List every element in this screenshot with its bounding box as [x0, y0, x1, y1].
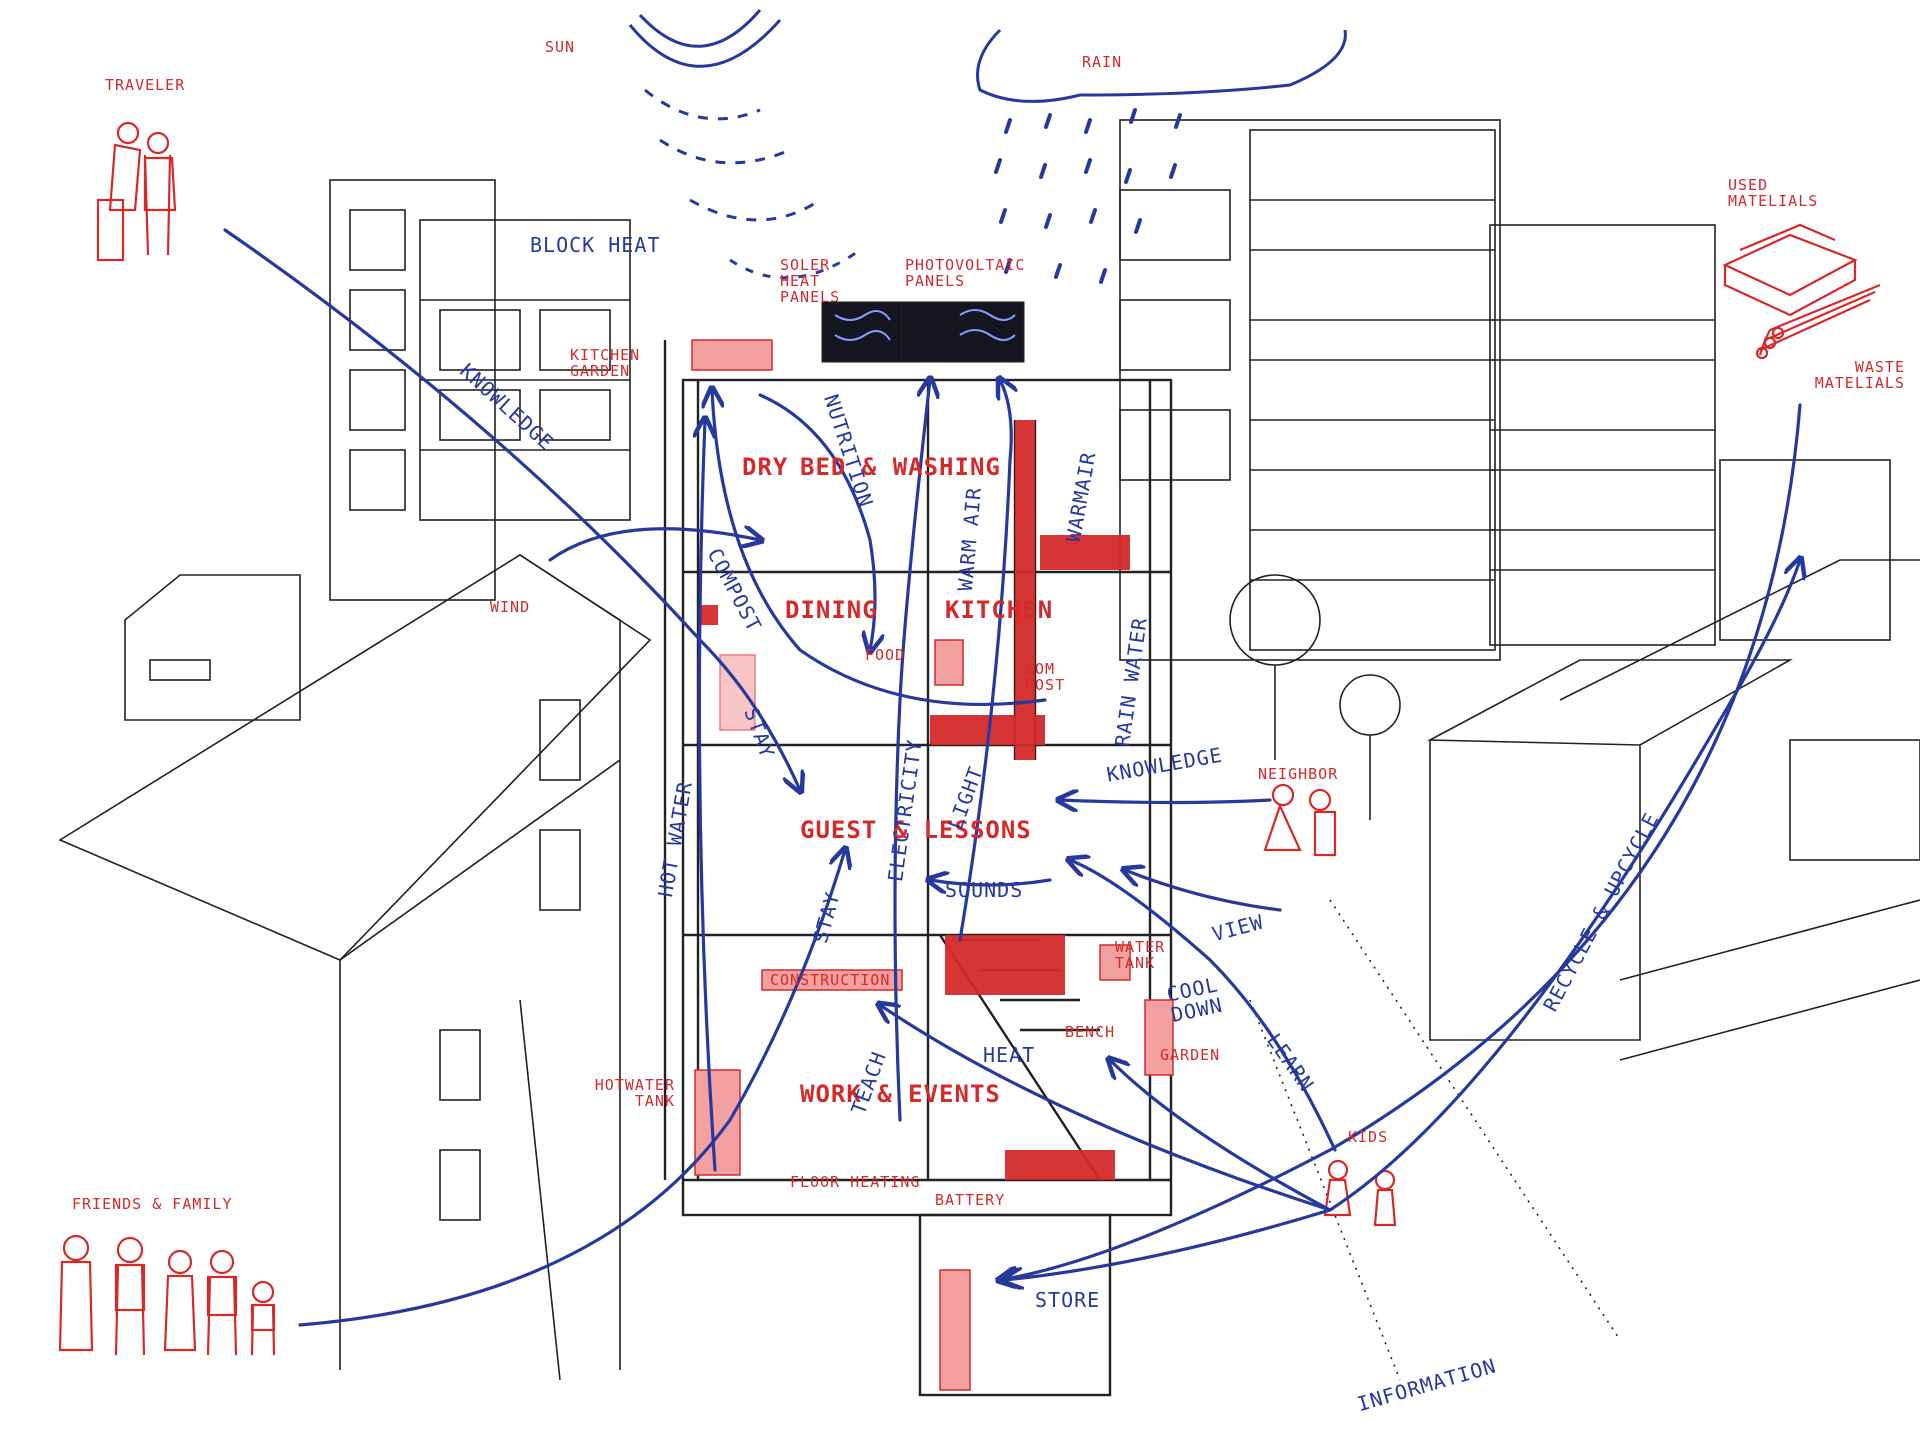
sun-rays-icon	[628, 9, 861, 280]
water-tank-label: WATER TANK	[1115, 938, 1166, 972]
work-events-label: WORK & EVENTS	[800, 1080, 1001, 1108]
photovoltaic-panels-label: PHOTOVOLTAIC PANELS	[905, 256, 1026, 290]
knowledge-traveler-arrow	[223, 228, 800, 790]
heat-arrow	[1110, 1060, 1332, 1212]
traveler-label: TRAVELER	[105, 76, 186, 94]
floor-heating-label: FLOOR HEATING	[790, 1173, 921, 1191]
compost-arrow	[712, 390, 1047, 707]
store-label: STORE	[1035, 1288, 1101, 1312]
traveler-figures-icon	[96, 121, 177, 262]
waste-materials-label: WASTE MATELIALS	[1814, 358, 1905, 392]
hot-water-tank-label: HOTWATER TANK	[594, 1076, 675, 1110]
food-label: FOOD	[865, 646, 906, 664]
sun-label: SUN	[545, 38, 576, 56]
sounds-label: SOUNDS	[945, 878, 1024, 902]
wind-label: WIND	[490, 598, 531, 616]
waste-materials-icon	[1755, 283, 1881, 360]
heat-label: HEAT	[983, 1043, 1036, 1067]
solar-panel-icon	[821, 301, 1025, 363]
friends-family-label: FRIENDS & FAMILY	[72, 1195, 233, 1213]
knowledge-neighbor-arrow	[1060, 800, 1272, 803]
solar-heat-panels-label: SOLER HEAT PANELS	[780, 256, 841, 306]
kids-figures-icon	[1323, 1159, 1397, 1227]
store-arrow	[1005, 1208, 1332, 1280]
sounds-arrow	[930, 880, 1052, 885]
warm-air-arrow	[958, 380, 1011, 942]
bed-washing-label: BED & WASHING	[800, 453, 1001, 481]
used-materials-icon	[1722, 223, 1858, 317]
view-arrow	[1125, 870, 1282, 912]
teach-arrow	[880, 1005, 1332, 1212]
information-arrow	[1328, 560, 1800, 1212]
kitchen-compost-label: COM POST	[1025, 660, 1066, 694]
rain-label: RAIN	[1082, 53, 1123, 71]
construction-label: CONSTRUCTION	[770, 971, 891, 989]
flow-arrows	[223, 228, 1802, 1327]
electricity-arrow	[893, 380, 930, 1122]
rain-drops-icon	[994, 108, 1182, 284]
kitchen-label: KITCHEN	[945, 596, 1054, 624]
battery-label: BATTERY	[935, 1191, 1006, 1209]
nutrition-arrow	[758, 393, 875, 650]
guest-lessons-label: GUEST & LESSONS	[800, 816, 1032, 844]
dining-label: DINING	[785, 596, 878, 624]
friends-family-arrow	[298, 850, 845, 1327]
used-materials-label: USED MATELIALS	[1728, 176, 1819, 210]
house-section	[663, 339, 1174, 1397]
kids-label: KIDS	[1348, 1128, 1389, 1146]
block-heat-label: BLOCK HEAT	[530, 233, 661, 257]
neighbor-label: NEIGHBOR	[1258, 765, 1339, 783]
friends-family-figures-icon	[58, 1234, 276, 1356]
recycle-upcycle-arrow	[1000, 403, 1802, 1280]
rain-cloud-icon	[976, 28, 1347, 103]
garden-label: GARDEN	[1160, 1046, 1221, 1064]
hot-water-arrow	[699, 420, 717, 1172]
neighbor-figures-icon	[1263, 783, 1337, 857]
learn-arrow	[1070, 860, 1337, 1152]
dry-label: DRY	[742, 453, 789, 481]
bench-label: BENCH	[1065, 1023, 1116, 1041]
wind-arrow	[548, 529, 760, 562]
kitchen-garden-label: KITCHEN GARDEN	[570, 346, 641, 380]
